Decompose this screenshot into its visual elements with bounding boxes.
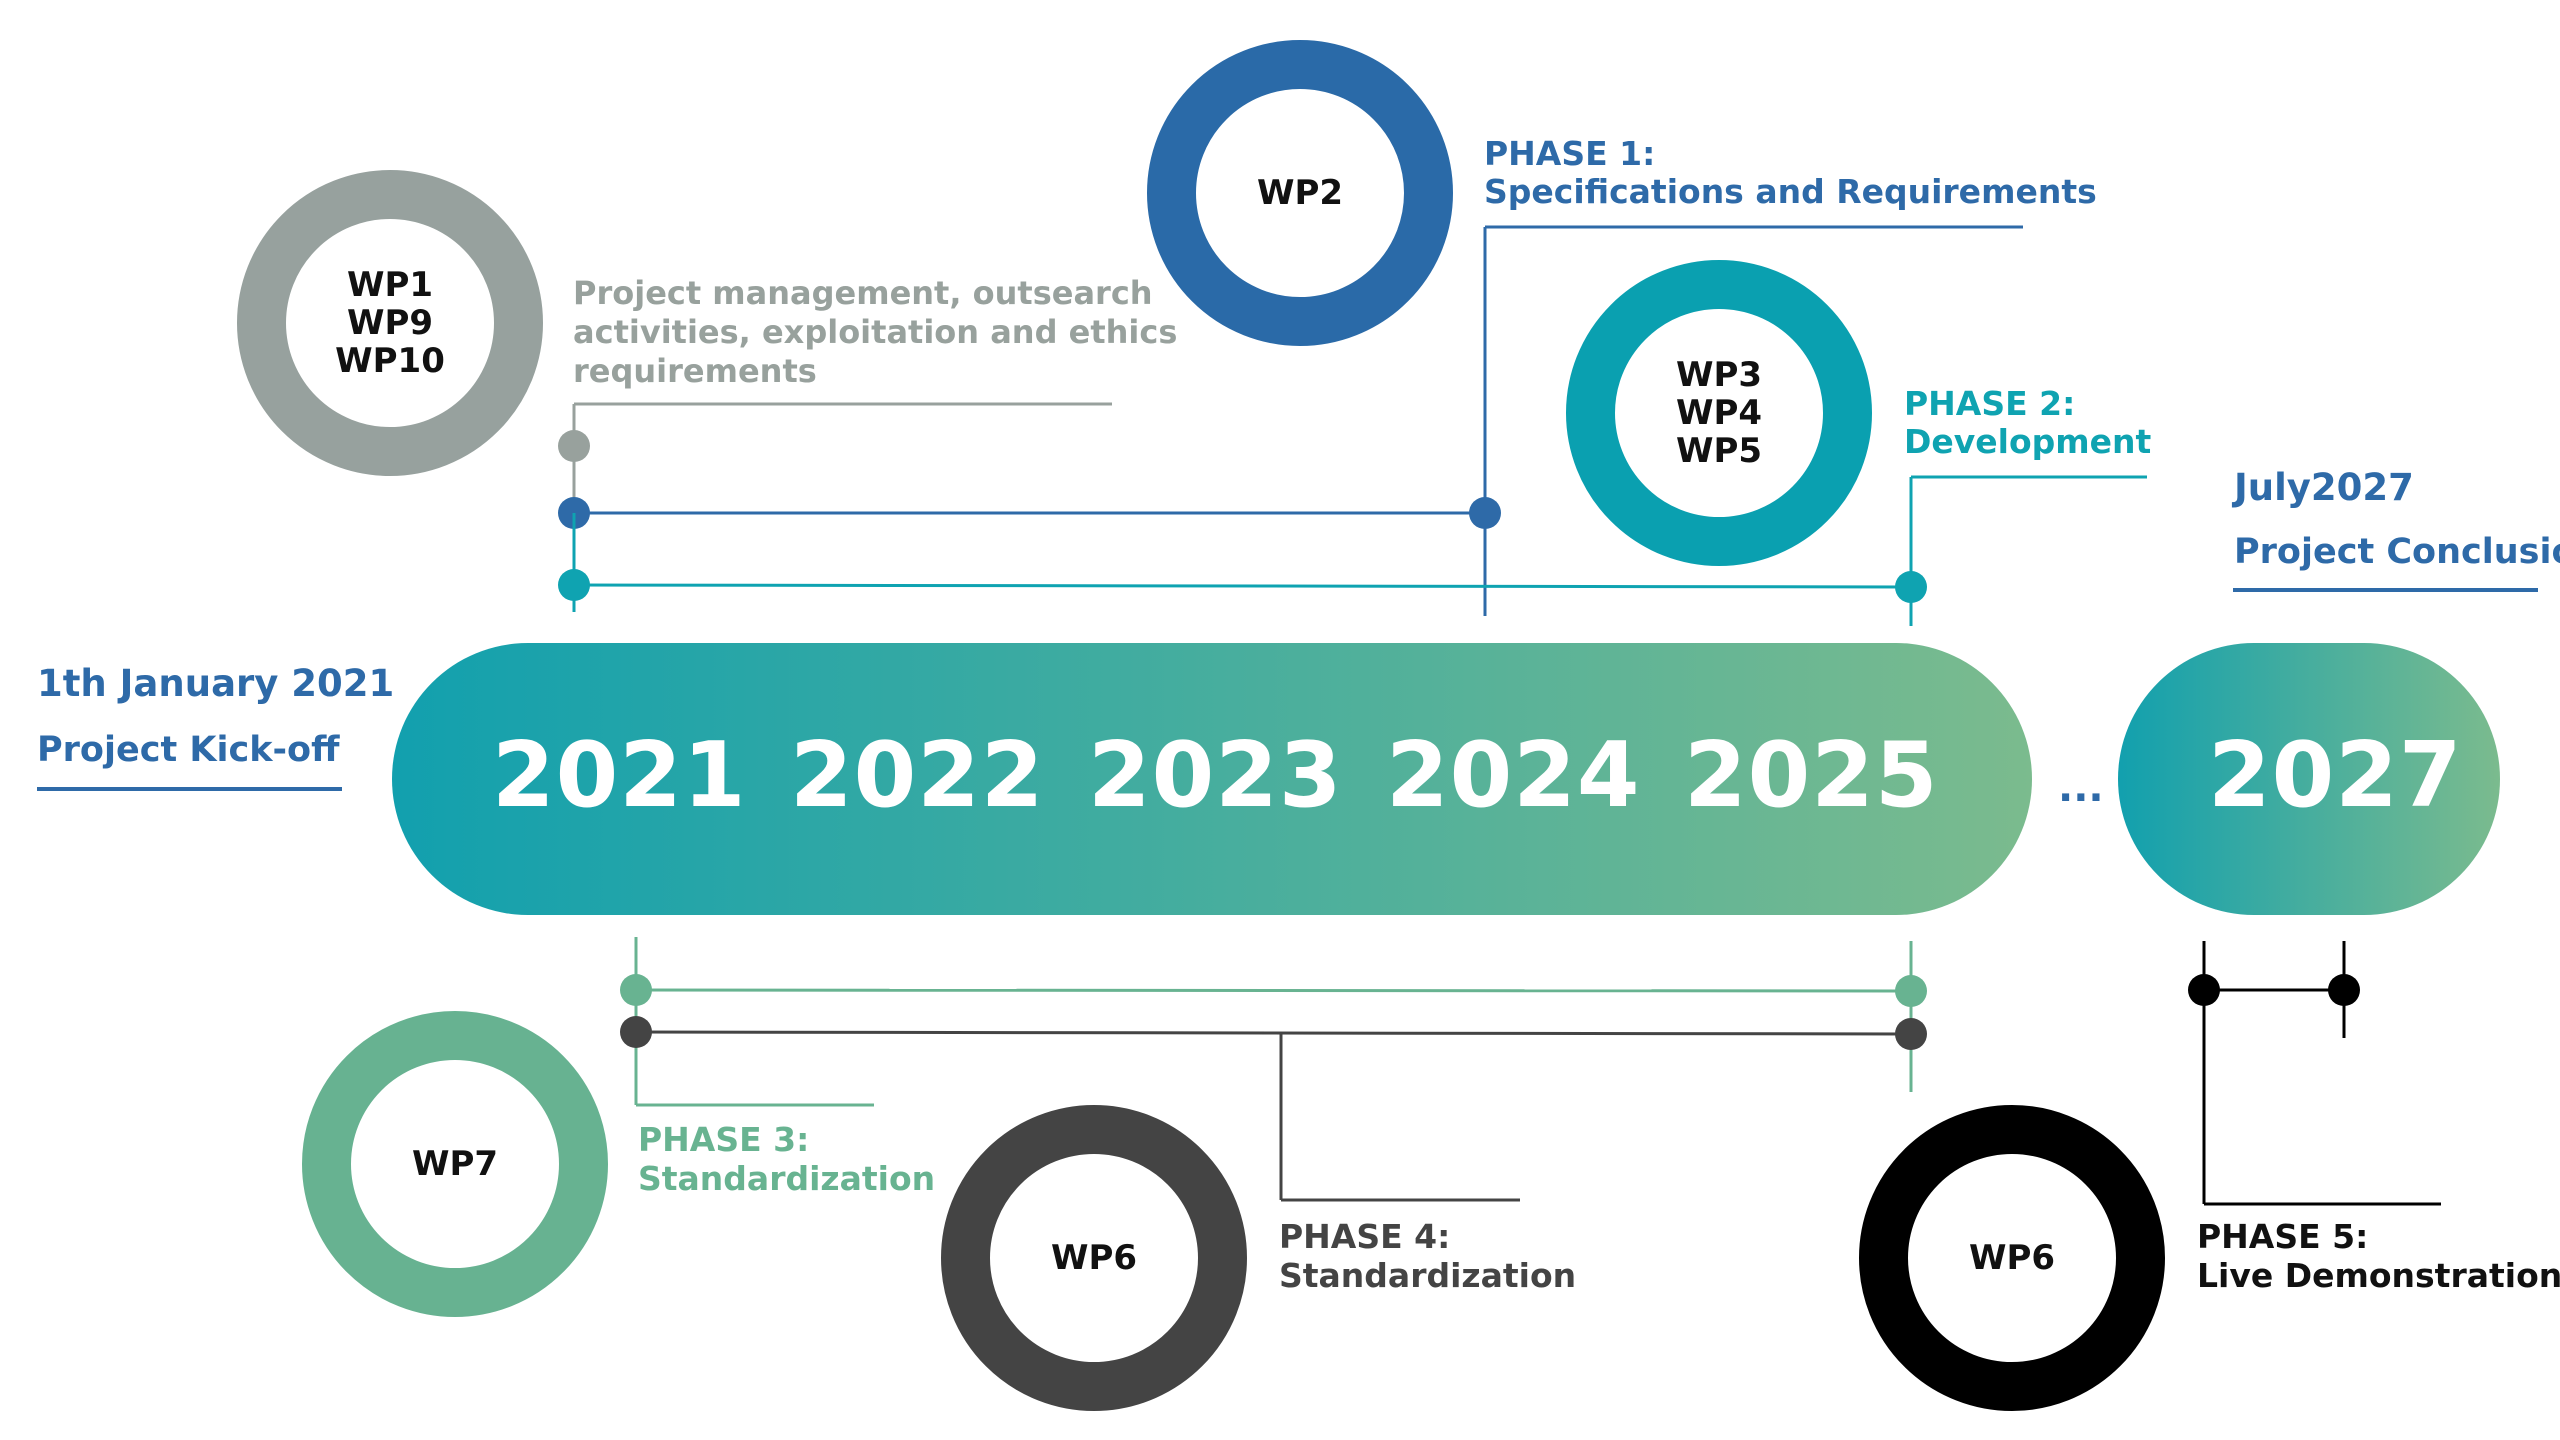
wp-label: WP5	[1675, 431, 1763, 472]
wp-phase5-ring: WP6	[1859, 1105, 2165, 1411]
wp-label: WP10	[335, 341, 445, 382]
year-label: 2022	[790, 723, 1045, 828]
wp-label: WP7	[411, 1143, 499, 1184]
phase3-span	[635, 988, 1912, 993]
wp-phase4-ring: WP6	[941, 1105, 1247, 1411]
phase3-name: Standardization	[638, 1159, 936, 1198]
phase3-end-dot	[1895, 975, 1927, 1007]
final-year-label: 2027	[2208, 723, 2463, 828]
phase2-start-dot	[558, 569, 590, 601]
wp-label: WP9	[346, 302, 434, 343]
management-text-line: Project management, outsearch	[573, 274, 1153, 312]
year-label: 2025	[1684, 723, 1939, 828]
wp-management-ring: WP1 WP9 WP10	[237, 170, 543, 476]
phase2-end-dot	[1895, 571, 1927, 603]
management-text-line: requirements	[573, 352, 817, 390]
wp-phase1-ring: WP2	[1147, 40, 1453, 346]
final-year-pill	[2118, 643, 2500, 915]
wp-phase2-ring: WP3 WP4 WP5	[1566, 260, 1872, 566]
wp-label: WP4	[1675, 392, 1763, 433]
phase1-name: Specifications and Requirements	[1484, 172, 2097, 211]
phase4-name: Standardization	[1279, 1256, 1577, 1295]
phase5-start-dot	[2188, 974, 2220, 1006]
phase3-start-dot	[620, 974, 652, 1006]
phase4-end-dot	[1895, 1018, 1927, 1050]
phase5-title: PHASE 5:	[2197, 1217, 2369, 1256]
timeline-bar	[392, 643, 2032, 915]
wp-phase3-ring: WP7	[302, 1011, 608, 1317]
wp-label: WP6	[1050, 1237, 1138, 1278]
phase5-end-dot	[2328, 974, 2360, 1006]
phase4-title: PHASE 4:	[1279, 1217, 1451, 1256]
year-label: 2023	[1088, 723, 1343, 828]
conclusion-date: July2027	[2234, 466, 2414, 509]
timeline-ellipsis: ...	[2058, 765, 2104, 811]
wp-label: WP2	[1256, 172, 1344, 213]
phase2-span	[573, 583, 1912, 589]
phase4-start-dot	[620, 1016, 652, 1048]
wp-label: WP6	[1968, 1237, 2056, 1278]
phase3-title: PHASE 3:	[638, 1120, 810, 1159]
wp-label: WP3	[1675, 354, 1763, 395]
kickoff-date: 1th January 2021	[37, 662, 395, 705]
year-label: 2024	[1386, 723, 1641, 828]
kickoff-label: Project Kick-off	[37, 730, 340, 770]
phase1-end-dot	[1469, 497, 1501, 529]
phase4-span	[635, 1030, 1912, 1036]
phase2-title: PHASE 2:	[1904, 384, 2076, 423]
wp-label: WP1	[346, 264, 434, 305]
management-text-line: activities, exploitation and ethics	[573, 313, 1178, 351]
year-label: 2021	[492, 723, 747, 828]
phase5-name: Live Demonstration	[2197, 1256, 2560, 1295]
conclusion-label: Project Conclusion	[2234, 532, 2560, 572]
phase1-title: PHASE 1:	[1484, 134, 1656, 173]
phase2-name: Development	[1904, 422, 2152, 461]
